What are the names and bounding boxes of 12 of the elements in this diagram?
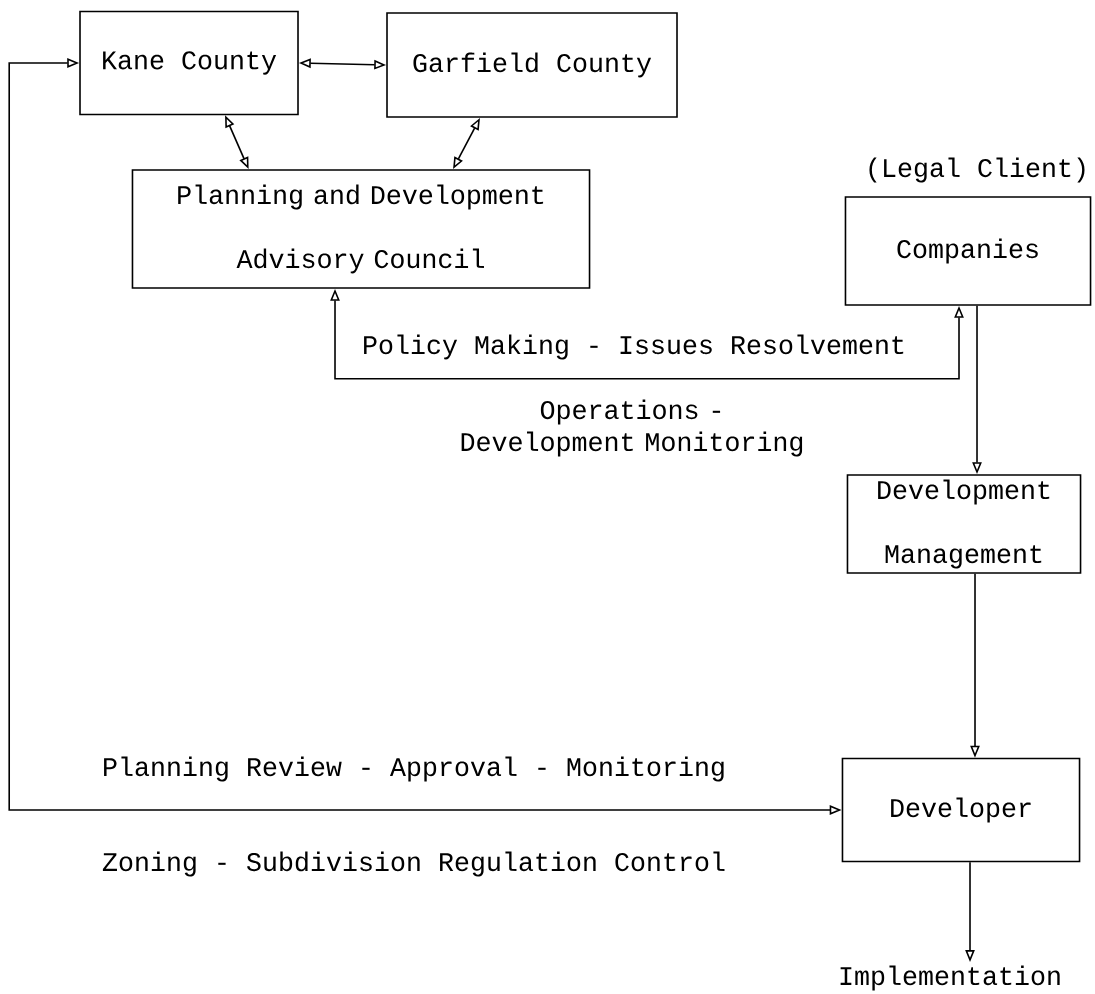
outcome-text: Implementation bbox=[840, 965, 1060, 991]
process-box: Developer bbox=[841, 757, 1081, 863]
side-caption: (Legal Client) bbox=[869, 157, 1085, 183]
process-box: Development Management bbox=[846, 474, 1082, 574]
edge-label: Policy Making - Issues Resolvement bbox=[360, 333, 908, 361]
edge-label: Planning Review - Approval - Monitoring bbox=[100, 755, 728, 783]
process-box: Kane County bbox=[79, 10, 299, 116]
process-box: Companies bbox=[844, 196, 1092, 306]
process-box: Garfield County bbox=[386, 12, 678, 118]
process-box: Planning and Development Advisory Council bbox=[131, 169, 591, 289]
flow-note: Zoning - Subdivision Regulation Control bbox=[102, 851, 725, 877]
flow-note: Operations - Development Monitoring bbox=[461, 399, 803, 457]
